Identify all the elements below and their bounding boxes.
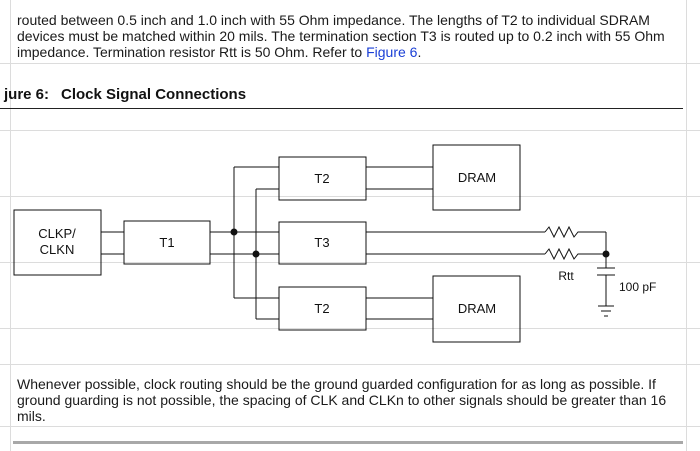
grid-hline xyxy=(0,130,700,131)
closing-paragraph: Whenever possible, clock routing should … xyxy=(17,376,667,424)
figure-title: Clock Signal Connections xyxy=(61,86,247,103)
grid-hline xyxy=(0,262,700,263)
junction-dot xyxy=(602,250,610,258)
bottom-rule xyxy=(13,441,683,444)
grid-hline xyxy=(0,63,700,64)
dram-top-box xyxy=(432,144,521,211)
resistor-rtt-bottom xyxy=(544,247,590,261)
grid-vline xyxy=(686,0,687,451)
grid-hline xyxy=(0,328,700,329)
grid-hline xyxy=(0,364,700,365)
dram-top-label: DRAM xyxy=(458,170,496,185)
t2-top-box xyxy=(278,156,367,201)
grid-hline xyxy=(0,196,700,197)
clk-source-label-line2: CLKN xyxy=(40,242,75,257)
t2-bottom-box xyxy=(278,286,367,331)
t1-label: T1 xyxy=(159,235,174,250)
t3-label: T3 xyxy=(314,235,329,250)
dram-bottom-label: DRAM xyxy=(458,301,496,316)
junction-dot xyxy=(230,228,238,236)
rtt-label: Rtt xyxy=(558,269,574,283)
intro-paragraph: routed between 0.5 inch and 1.0 inch wit… xyxy=(17,12,687,60)
t1-box xyxy=(123,220,211,265)
t2-top-label: T2 xyxy=(314,171,329,186)
figure-6-link[interactable]: Figure 6 xyxy=(366,44,418,60)
junction-dot xyxy=(252,250,260,258)
dram-bottom-box xyxy=(432,275,521,343)
t3-box xyxy=(278,221,367,265)
grid-hline xyxy=(0,426,700,427)
capacitor-label: 100 pF xyxy=(619,280,656,294)
intro-text: routed between 0.5 inch and 1.0 inch wit… xyxy=(17,12,665,60)
resistor-rtt-top xyxy=(544,225,590,239)
clk-source-box xyxy=(13,209,102,276)
heading-rule xyxy=(0,108,683,109)
figure-heading: jure 6: Clock Signal Connections xyxy=(4,86,246,103)
clk-source-label-line1: CLKP/ xyxy=(38,226,76,241)
t2-bottom-label: T2 xyxy=(314,301,329,316)
figure-number: jure 6: xyxy=(4,86,50,103)
grid-vline xyxy=(10,0,11,451)
intro-text-end: . xyxy=(417,44,422,60)
